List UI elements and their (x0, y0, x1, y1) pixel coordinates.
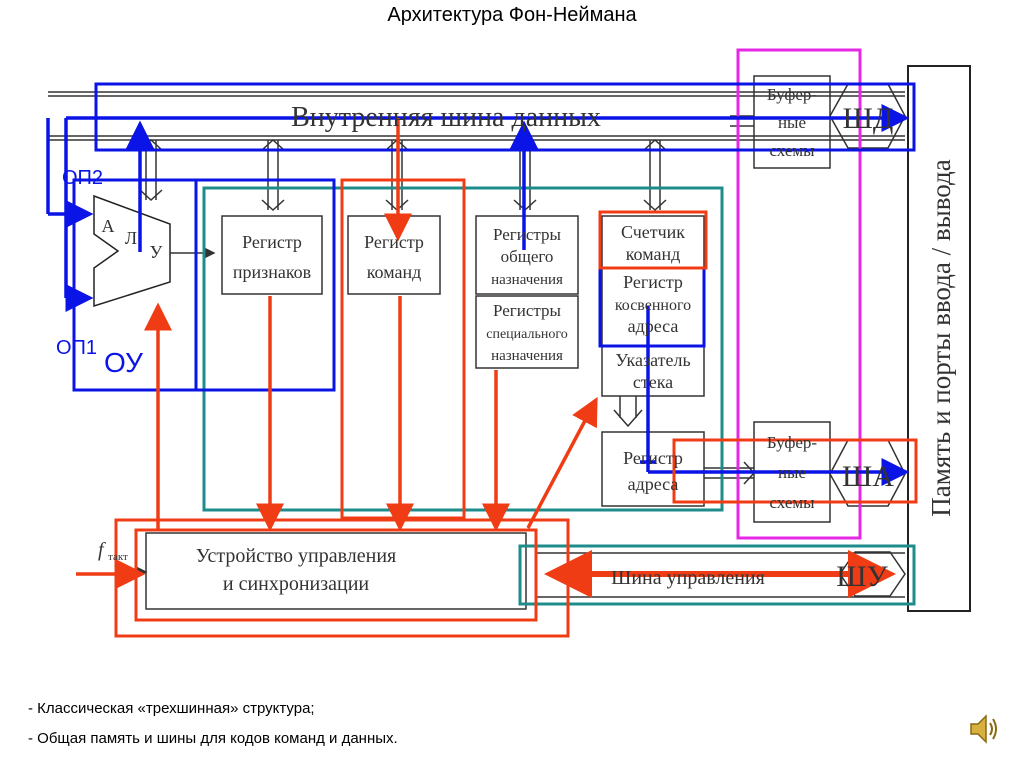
alu-l-label: Л (125, 228, 137, 248)
reg-commands-line1: Регистр (364, 232, 424, 252)
stack-ptr-line1: Указатель (615, 350, 690, 370)
shu-label: ШУ (836, 560, 888, 593)
red-paths (76, 118, 918, 638)
reg-special-line2: специального (486, 327, 568, 342)
note-item: - Классическая «трехшинная» структура; (28, 700, 315, 717)
reg-special-line1: Регистры (493, 301, 562, 320)
ou-label: ОУ (104, 347, 143, 378)
control-unit-line1: Устройство управления (196, 545, 396, 567)
teal-outlines (202, 186, 916, 606)
buffer1-line1: Буфер- (767, 85, 817, 104)
sha-label: ША (842, 460, 894, 493)
control-bus-label: Шина управления (611, 567, 765, 589)
op2-label: ОП2 (62, 167, 103, 189)
reg-indirect-line3: адреса (628, 316, 679, 336)
buffer-highlight (736, 48, 862, 540)
counter-line1: Счетчик (621, 222, 685, 242)
reg-flags-line1: Регистр (242, 232, 302, 252)
counter-line2: команд (626, 244, 681, 264)
stack-ptr-line2: стека (633, 372, 673, 392)
alu-u-label: У (150, 242, 163, 262)
reg-general-line3: назначения (491, 272, 563, 288)
reg-indirect-line1: Регистр (623, 272, 683, 292)
clock-f-label: f (98, 539, 106, 561)
control-unit-line2: и синхронизации (223, 573, 370, 595)
reg-flags-line2: признаков (233, 262, 311, 282)
notes-list: - Классическая «трехшинная» структура; -… (28, 694, 398, 754)
note-item: - Общая память и шины для кодов команд и… (28, 730, 398, 747)
buffer2-line1: Буфер- (767, 433, 817, 452)
slide-title: Архитектура Фон-Неймана (387, 4, 637, 26)
reg-address-line1: Регистр (623, 448, 683, 468)
internal-bus-label: Внутренняя шина данных (291, 102, 601, 133)
buffer1-line3: схемы (769, 141, 815, 160)
memory-ports-label: Память и порты ввода / вывода (926, 159, 956, 517)
speaker-icon[interactable] (968, 712, 1000, 746)
reg-general-line1: Регистры (493, 225, 562, 244)
alu-a-label: А (102, 216, 115, 236)
buffer2-line3: схемы (769, 493, 815, 512)
blue-paths (46, 82, 916, 486)
reg-address-line2: адреса (628, 474, 679, 494)
reg-special-line3: назначения (491, 348, 563, 364)
shd-label: ШД (843, 102, 894, 135)
reg-commands-line2: команд (367, 262, 422, 282)
buffer1-line2: ные (778, 113, 806, 132)
clock-sub-label: такт (108, 551, 128, 563)
op1-label: ОП1 (56, 337, 97, 359)
reg-indirect-line2: косвенного (615, 297, 691, 314)
buffer2-line2: ные (778, 463, 806, 482)
reg-general-line2: общего (501, 247, 554, 266)
